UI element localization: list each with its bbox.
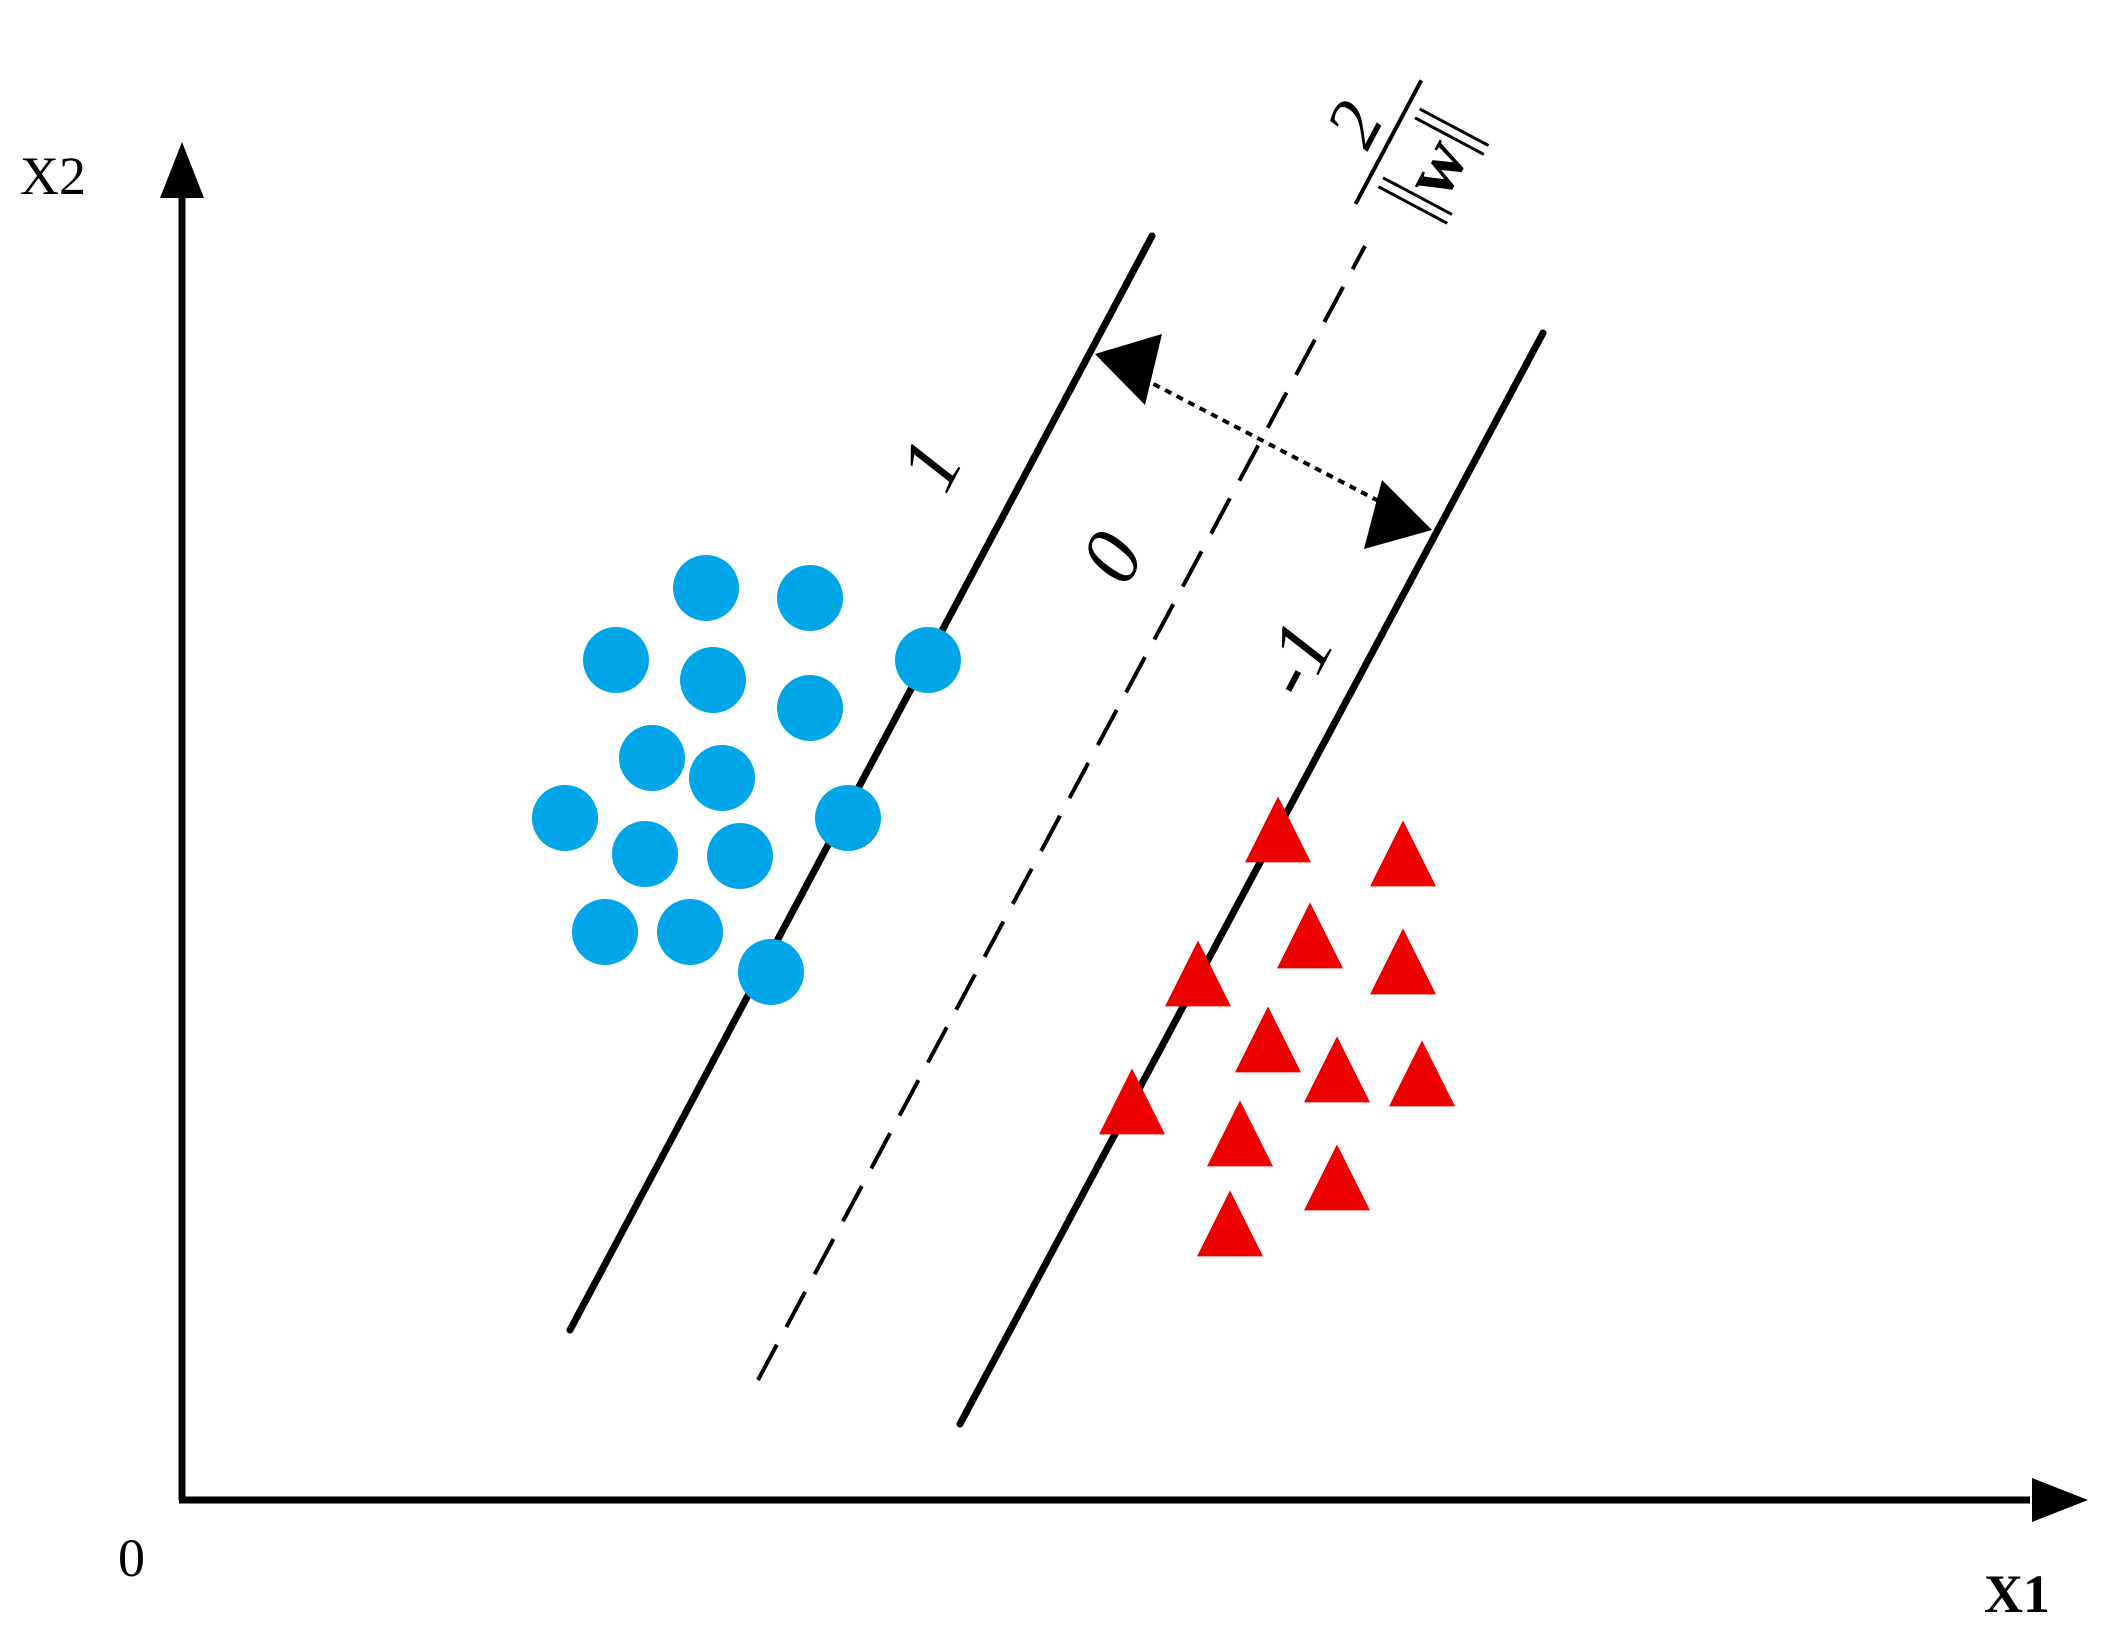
- circle-point: [532, 785, 598, 851]
- negative-margin-line: [956, 329, 1547, 1428]
- circle-point: [777, 565, 843, 631]
- triangle-point: [1370, 928, 1436, 995]
- circle-point: [777, 675, 843, 741]
- triangle-point: [1165, 940, 1231, 1007]
- norm-bar-left-b: [1382, 176, 1453, 216]
- circle-point: [738, 939, 804, 1005]
- triangle-point: [1099, 1068, 1165, 1135]
- circle-point: [815, 785, 881, 851]
- triangle-point: [1197, 1190, 1263, 1257]
- triangle-point: [1304, 1036, 1370, 1103]
- triangle-point: [1389, 1040, 1455, 1107]
- triangle-point: [1235, 1006, 1301, 1073]
- circle-class-points: [532, 555, 961, 1005]
- y-axis-arrow-icon: [160, 142, 204, 198]
- margin-width-arrow: [1141, 376, 1393, 510]
- margin-formula: 2 w: [1310, 79, 1490, 225]
- label-center: 0: [1062, 518, 1162, 597]
- norm-bar-left-a: [1377, 185, 1448, 225]
- circle-point: [895, 627, 961, 693]
- triangle-point: [1245, 796, 1311, 863]
- label-negative: -1: [1240, 608, 1352, 711]
- positive-margin-line: [566, 232, 1156, 1334]
- decision-boundary-line: [756, 245, 1367, 1381]
- margin-arrow-head-left-icon: [1095, 334, 1162, 405]
- x-axis-label: X1: [1984, 1564, 2050, 1624]
- norm-bar-left-1: [1365, 195, 1381, 203]
- circle-point: [612, 821, 678, 887]
- origin-label: 0: [118, 1528, 145, 1588]
- y-axis-label: X2: [20, 146, 86, 206]
- label-positive: 1: [881, 426, 981, 505]
- norm-bar-right-b: [1418, 107, 1490, 147]
- fraction-bar: [1353, 79, 1424, 205]
- triangle-point: [1304, 1144, 1370, 1211]
- circle-point: [680, 647, 746, 713]
- triangle-point: [1207, 1100, 1273, 1167]
- circle-point: [707, 823, 773, 889]
- circle-point: [657, 899, 723, 965]
- x-axis-arrow-icon: [2032, 1478, 2088, 1522]
- circle-point: [689, 745, 755, 811]
- circle-point: [619, 725, 685, 791]
- circle-point: [583, 627, 649, 693]
- triangle-point: [1277, 902, 1343, 969]
- triangle-class-points: [1099, 796, 1455, 1257]
- circle-point: [572, 899, 638, 965]
- triangle-point: [1370, 820, 1436, 887]
- circle-point: [673, 555, 739, 621]
- margin-arrow-head-right-icon: [1364, 480, 1432, 549]
- norm-bar-right-a: [1414, 116, 1485, 156]
